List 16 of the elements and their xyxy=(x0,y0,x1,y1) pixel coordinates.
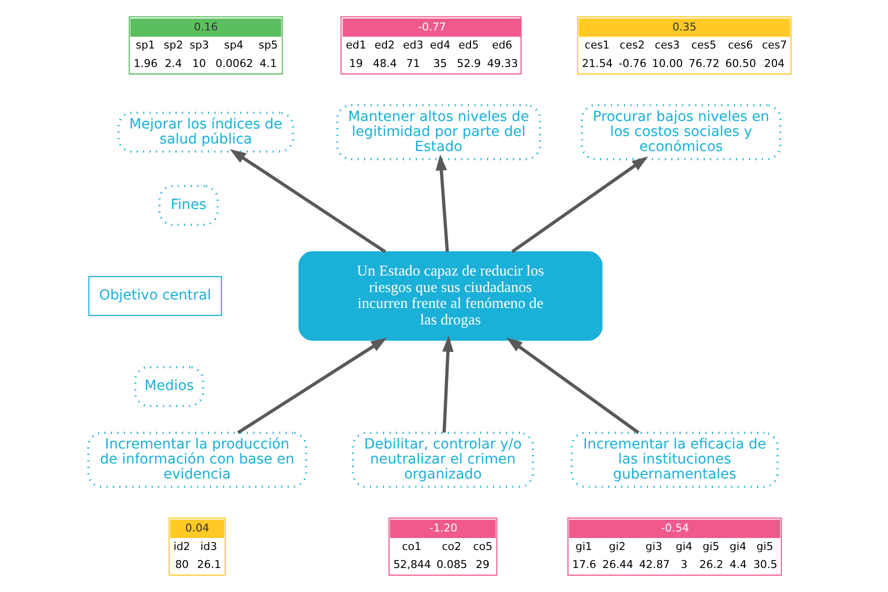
node-box: Procurar bajos niveles en los costos sociales y económicos xyxy=(580,104,782,160)
arrow xyxy=(230,149,386,254)
arrow xyxy=(436,154,449,252)
node-box: Incrementar la producción de información con base en evidencia xyxy=(87,432,308,488)
node-box: Mejorar los índices de salud pública xyxy=(117,112,294,153)
node-box: Objetivo central xyxy=(88,276,222,316)
arrow xyxy=(442,336,454,433)
node-box: Incrementar la eficacia de las instituciones gubernamentales xyxy=(570,432,779,488)
arrow xyxy=(506,337,640,434)
arrow xyxy=(511,156,648,253)
node-box: Medios xyxy=(134,366,204,408)
node-box: Un Estado capaz de reducir los riesgos que sus ciudadanos incurren frente al fenómeno de las drogas xyxy=(298,251,602,341)
node-box: Debilitar, controlar y/o neutralizar el crimen organizado xyxy=(352,432,534,488)
node-box: Fines xyxy=(158,184,219,226)
arrow xyxy=(237,338,388,434)
node-box: Mantener altos niveles de legitimidad por parte del Estado xyxy=(336,104,541,160)
